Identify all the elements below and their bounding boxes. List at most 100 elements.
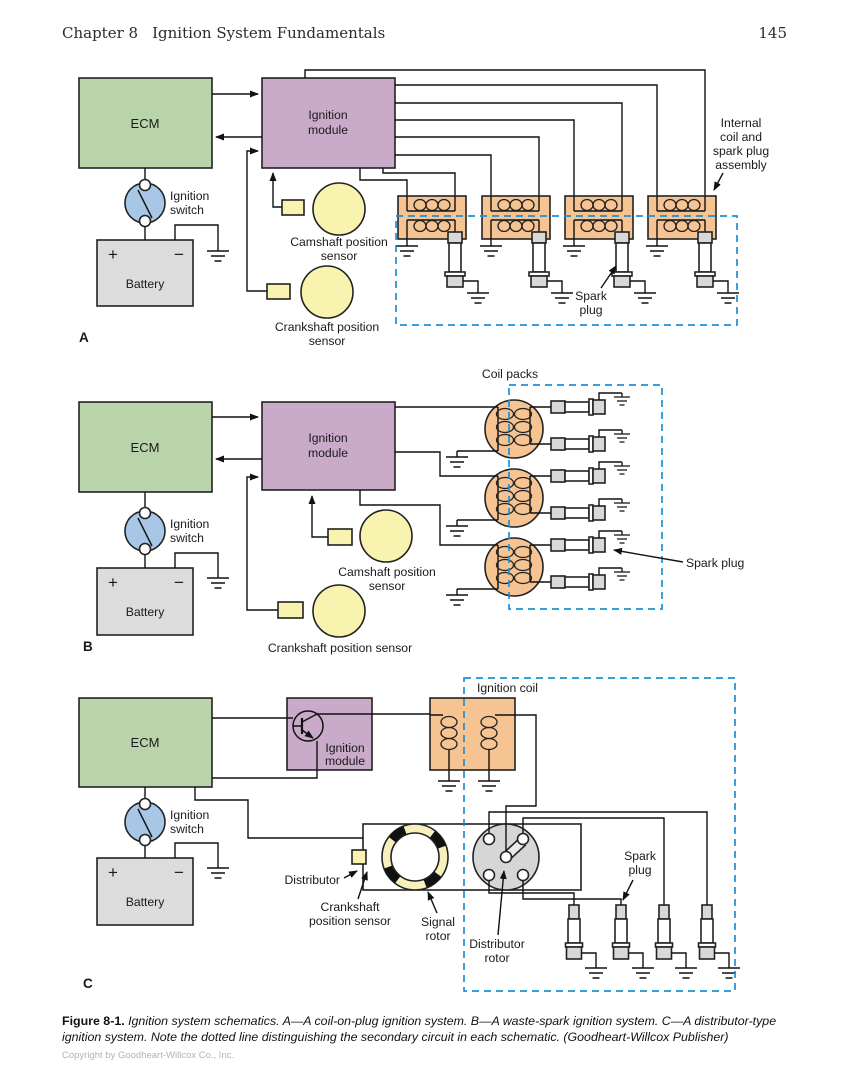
svg-text:rotor: rotor [425, 929, 450, 943]
spark-plug-icon [551, 430, 630, 452]
ignition-coil-label: Ignition coil [477, 681, 538, 695]
ignition-switch-icon [124, 506, 166, 556]
transistor-icon [292, 710, 324, 742]
labels: ECM Ignition module Ignition switch + − … [83, 681, 657, 991]
ignition-switch-icon [124, 178, 166, 228]
ignition-switch-icon [124, 797, 166, 847]
crankshaft-sensor-label: Crankshaft position [275, 320, 379, 334]
ecm-box [78, 697, 213, 788]
svg-text:switch: switch [170, 822, 204, 836]
svg-text:plug: plug [579, 303, 602, 317]
running-head: Chapter 8 Ignition System Fundamentals [62, 24, 385, 42]
svg-text:sensor: sensor [309, 334, 346, 348]
battery-label: Battery [126, 895, 166, 909]
ignition-module-label: Ignition [308, 108, 347, 122]
ignition-coil-icon [429, 697, 516, 775]
distributor-label: Distributor [284, 873, 340, 887]
spark-plug-icon [529, 232, 573, 303]
ground-icon [562, 239, 586, 257]
camshaft-sensor-label: Camshaft position [338, 565, 436, 579]
signal-rotor-label: Signal [421, 915, 455, 929]
crankshaft-sensor-label: Crankshaft position sensor [268, 641, 412, 655]
secondary-circuit-boundary [463, 677, 736, 992]
crankshaft-position-sensor-icon [266, 265, 354, 319]
diagram-b-waste-spark: ECM Ignition module Ignition switch + − … [78, 367, 744, 655]
spark-plug-icon [551, 568, 630, 590]
coil-packs-label: Coil packs [482, 367, 538, 381]
diagram-a-coil-on-plug: ECM Ignition module Ignition switch + − … [78, 69, 769, 348]
ground-icon [445, 588, 469, 606]
ignition-module-label: Ignition [325, 741, 364, 755]
ground-icon [395, 239, 419, 257]
ignition-switch-label: Ignition [170, 189, 209, 203]
panel-letter-a: A [79, 330, 89, 345]
svg-text:module: module [308, 446, 348, 460]
svg-text:module: module [308, 123, 348, 137]
svg-text:spark plug: spark plug [713, 144, 769, 158]
copyright-line: Copyright by Goodheart-Willcox Co., Inc. [62, 1050, 235, 1061]
battery-minus: − [174, 573, 184, 592]
page-number: 145 [758, 24, 787, 42]
ecm-label: ECM [131, 440, 160, 455]
secondary-circuit-boundary [508, 384, 663, 610]
coil-pack-icon [484, 399, 544, 459]
spark-plug-icon [612, 232, 656, 303]
ignition-module-label: Ignition [308, 431, 347, 445]
svg-text:sensor: sensor [369, 579, 406, 593]
ground-icon [445, 450, 469, 468]
svg-text:module: module [325, 754, 365, 768]
spark-plug-icon [695, 232, 739, 303]
spark-plug-icon [551, 499, 630, 521]
ground-icon [437, 774, 461, 792]
svg-text:rotor: rotor [484, 951, 509, 965]
panel-letter-c: C [83, 976, 93, 991]
battery-minus: − [174, 245, 184, 264]
spark-plug-icon [551, 462, 630, 484]
ecm-box [78, 401, 213, 493]
spark-plug-icon [566, 905, 608, 978]
battery-plus: + [108, 573, 118, 592]
spark-plug-icon [656, 905, 698, 978]
svg-text:sensor: sensor [321, 249, 358, 263]
coil-pack-icon [484, 537, 544, 597]
figure-number: Figure 8-1. [62, 1014, 125, 1029]
crankshaft-position-sensor-icon [351, 849, 367, 865]
svg-text:coil and: coil and [720, 130, 762, 144]
ecm-box [78, 77, 213, 169]
ground-icon [445, 519, 469, 537]
svg-text:position sensor: position sensor [309, 914, 391, 928]
distributor-cap-icon [472, 823, 540, 891]
ground-icon [477, 774, 501, 792]
spark-plug-icon [445, 232, 489, 303]
crankshaft-position-sensor-icon [277, 584, 366, 638]
figure-caption: Figure 8-1. Ignition system schematics. … [62, 1014, 792, 1046]
spark-plug-callout: Spark [624, 849, 657, 863]
distributor-rotor-label: Distributor [469, 937, 525, 951]
assembly-callout: Internal [721, 116, 762, 130]
figure-8-1-schematics: ECM Ignition module Ignition switch + − … [78, 69, 769, 992]
svg-text:switch: switch [170, 203, 204, 217]
wires [144, 406, 551, 611]
ground-icon [206, 571, 230, 589]
svg-text:plug: plug [628, 863, 651, 877]
spark-plug-icon [699, 905, 741, 978]
spark-plug-callout: Spark [575, 289, 608, 303]
chapter-title: Ignition System Fundamentals [152, 24, 386, 42]
labels: ECM Ignition module Ignition switch + − … [79, 108, 769, 348]
ecm-label: ECM [131, 735, 160, 750]
panel-letter-b: B [83, 639, 93, 654]
ground-icon [479, 239, 503, 257]
caption-credit: (Goodheart-Willcox Publisher) [563, 1030, 729, 1045]
battery-label: Battery [126, 605, 166, 619]
page-header: Chapter 8 Ignition System Fundamentals 14… [62, 24, 787, 42]
svg-text:assembly: assembly [715, 158, 767, 172]
camshaft-sensor-label: Camshaft position [290, 235, 388, 249]
battery-label: Battery [126, 277, 166, 291]
ignition-module-box [261, 77, 396, 169]
battery-plus: + [108, 863, 118, 882]
camshaft-position-sensor-icon [281, 182, 366, 236]
spark-plug-icon [551, 531, 630, 553]
chapter-label: Chapter 8 [62, 24, 139, 42]
battery-minus: − [174, 863, 184, 882]
